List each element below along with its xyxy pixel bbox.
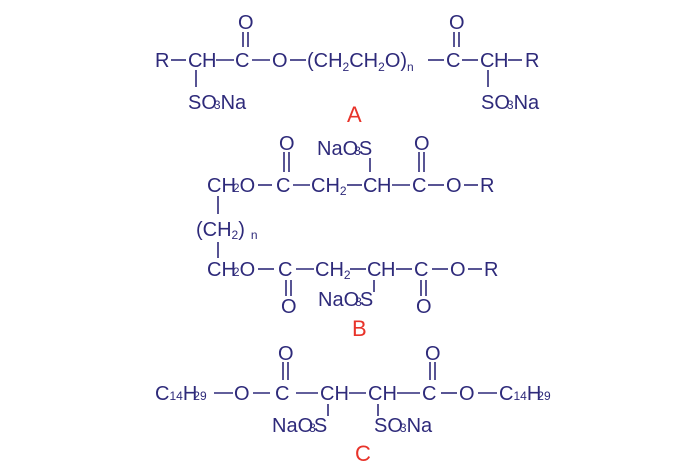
c-ch-b: CH (368, 383, 397, 405)
b-bot-ch2: CH2 (315, 259, 351, 282)
b-top-r: R (480, 175, 494, 197)
c-nao3s: NaO3S (272, 415, 327, 437)
structure-a: R C H C O O (CH2CH2O)n C O C H R SO3Na S… (155, 12, 540, 127)
b-bot-c1: C (278, 259, 292, 281)
a-o-top2: O (449, 12, 465, 34)
b-top-c2: C (363, 175, 377, 197)
b-top-c1: C (276, 175, 290, 197)
b-bot-c3: C (414, 259, 428, 281)
a-h1: H (202, 50, 216, 72)
a-h4: H (494, 50, 508, 72)
c-o2: O (425, 343, 441, 365)
b-top-nao3s: NaO3S (317, 138, 372, 160)
b-top-ch2: CH2 (311, 175, 347, 198)
a-so3na-left: SO3Na (188, 92, 247, 114)
b-top-o1: O (279, 133, 295, 155)
c-label: C (355, 441, 371, 463)
b-bot-h2: H (381, 259, 395, 281)
b-top-c3: C (412, 175, 426, 197)
structure-c: C14H29 O C O CH CH C O O C14H29 NaO3S SO… (155, 343, 551, 463)
c-c14h29-left: C14H29 (155, 383, 207, 405)
b-top-o-ester: O (446, 175, 462, 197)
b-top-ch2o: CH2O (207, 175, 255, 197)
b-label: B (352, 316, 367, 341)
a-o-ester: O (272, 50, 288, 72)
a-o-top1: O (238, 12, 254, 34)
b-linker: (CH2)n (196, 219, 258, 242)
c-o-right: O (459, 383, 475, 405)
a-so3na-right: SO3Na (481, 92, 540, 114)
b-bot-o1: O (281, 296, 297, 318)
b-bot-ch2o: CH2O (207, 259, 255, 281)
c-ch-a: CH (320, 383, 349, 405)
c-c2: C (422, 383, 436, 405)
a-label: A (347, 102, 362, 127)
c-so3na: SO3Na (374, 415, 433, 437)
b-bot-r: R (484, 259, 498, 281)
c-o1: O (278, 343, 294, 365)
c-c14h29-right: C14H29 (499, 383, 551, 405)
a-c2: C (235, 50, 249, 72)
c-c1: C (275, 383, 289, 405)
a-r-left: R (155, 50, 169, 72)
a-c3: C (446, 50, 460, 72)
structure-b: CH2O C O CH2 C H NaO3S C O O R (CH2)n CH… (196, 133, 498, 341)
c-o-left: O (234, 383, 250, 405)
b-bot-o3: O (416, 296, 432, 318)
b-bot-c2: C (367, 259, 381, 281)
a-c4: C (480, 50, 494, 72)
a-c1: C (188, 50, 202, 72)
b-top-o3: O (414, 133, 430, 155)
b-bot-o-ester: O (450, 259, 466, 281)
a-r-right: R (525, 50, 539, 72)
b-top-h2: H (377, 175, 391, 197)
b-bot-nao3s: NaO3S (318, 289, 373, 311)
a-peg: (CH2CH2O)n (307, 50, 414, 74)
